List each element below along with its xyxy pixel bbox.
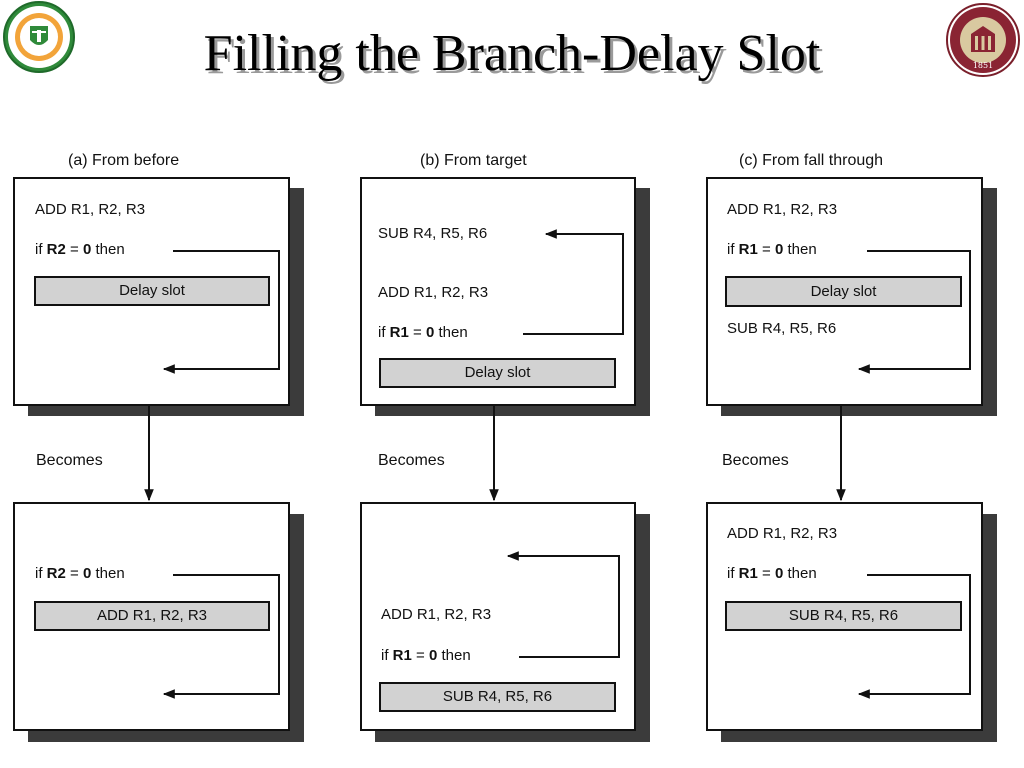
panel-c-before-add: ADD R1, R2, R3 — [727, 201, 838, 218]
panel-c-after-add: ADD R1, R2, R3 — [727, 525, 838, 542]
panel-b-before-sub: SUB R4, R5, R6 — [378, 225, 488, 242]
panel-a-after-delay-slot: ADD R1, R2, R3 — [34, 601, 270, 631]
panel-a-after-branch: if R2 = 0 then — [35, 565, 125, 582]
panel-c-after-delay-slot: SUB R4, R5, R6 — [725, 601, 962, 631]
panel-a-before-add: ADD R1, R2, R3 — [35, 201, 146, 218]
caption-c: (c) From fall through — [739, 152, 884, 169]
panel-b-before-add: ADD R1, R2, R3 — [378, 284, 489, 301]
panel-a-before-delay-slot: Delay slot — [34, 276, 270, 306]
panel-a-before-branch: if R2 = 0 then — [35, 241, 125, 258]
panel-b-after-add: ADD R1, R2, R3 — [381, 606, 492, 623]
panel-c-before-delay-slot: Delay slot — [725, 276, 962, 307]
famu-seal-logo — [3, 1, 75, 73]
fsu-seal-logo: 1851 — [946, 3, 1020, 77]
panel-c-before-sub: SUB R4, R5, R6 — [727, 320, 837, 337]
panel-c-before-branch: if R1 = 0 then — [727, 241, 817, 258]
panel-b-before-delay-slot: Delay slot — [379, 358, 616, 388]
panel-b-before-branch: if R1 = 0 then — [378, 324, 468, 341]
panel-b-after-branch: if R1 = 0 then — [381, 647, 471, 664]
panel-b-after-delay-slot: SUB R4, R5, R6 — [379, 682, 616, 712]
becomes-label-c: Becomes — [722, 452, 789, 469]
becomes-label-a: Becomes — [36, 452, 103, 469]
becomes-label-b: Becomes — [378, 452, 445, 469]
fsu-seal-year: 1851 — [973, 61, 993, 70]
slide-title: Filling the Branch-Delay Slot — [203, 25, 821, 82]
caption-a: (a) From before — [68, 152, 180, 169]
panel-c-after-branch: if R1 = 0 then — [727, 565, 817, 582]
caption-b: (b) From target — [420, 152, 527, 169]
